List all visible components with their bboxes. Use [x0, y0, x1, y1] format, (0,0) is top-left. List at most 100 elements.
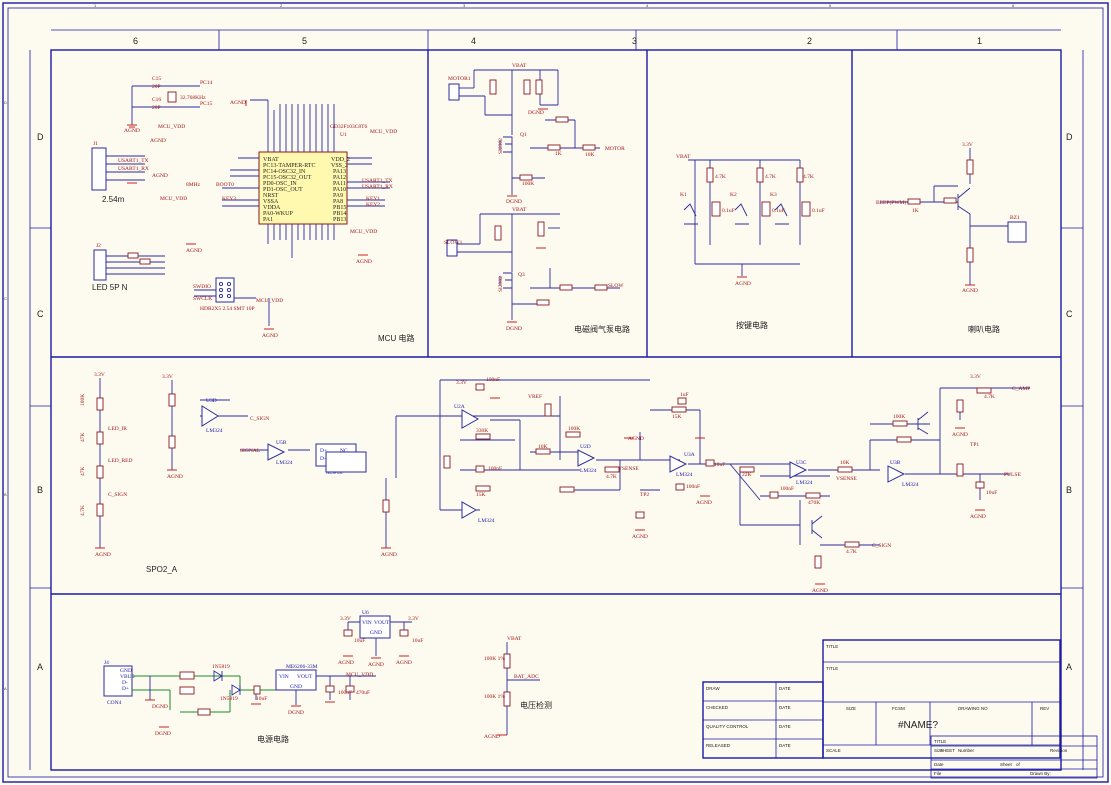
- zone-label: C: [37, 309, 44, 319]
- svg-text:SIGNAL: SIGNAL: [240, 448, 261, 454]
- svg-text:C_SIGN: C_SIGN: [872, 543, 891, 549]
- svg-text:VBUS: VBUS: [120, 674, 135, 680]
- svg-text:PA13: PA13: [333, 169, 346, 175]
- zone-label: D: [1066, 132, 1073, 142]
- svg-text:PB14: PB14: [333, 211, 346, 217]
- svg-text:DRAW: DRAW: [706, 686, 720, 691]
- svg-text:32.768KHz: 32.768KHz: [180, 95, 206, 101]
- svg-text:NRST: NRST: [263, 193, 279, 199]
- mcu-pin-stubs: [222, 99, 390, 258]
- svg-text:4.7K: 4.7K: [984, 394, 995, 400]
- svg-text:VSENSE: VSENSE: [618, 466, 639, 472]
- svg-text:C_SIGN: C_SIGN: [250, 416, 269, 422]
- svg-text:KEY2: KEY2: [366, 202, 380, 208]
- svg-text:PD0-OSC_IN: PD0-OSC_IN: [263, 181, 297, 187]
- svg-text:1K: 1K: [555, 151, 562, 157]
- svg-text:BZ1: BZ1: [1010, 215, 1020, 221]
- zone-label: 5: [302, 36, 307, 46]
- svg-text:MCU_VDD: MCU_VDD: [350, 229, 377, 235]
- svg-text:USART1_TX: USART1_TX: [118, 158, 149, 164]
- svg-text:BOOT0: BOOT0: [216, 182, 234, 188]
- zone-label: B: [1066, 485, 1072, 495]
- svg-text:SWDIO: SWDIO: [193, 284, 211, 290]
- svg-text:AGND: AGND: [628, 436, 644, 442]
- svg-text:DATE: DATE: [779, 705, 791, 710]
- svg-text:1uF: 1uF: [680, 392, 689, 398]
- svg-text:VBAT: VBAT: [263, 157, 279, 163]
- svg-text:VSS_2: VSS_2: [331, 163, 348, 169]
- svg-text:of: of: [1016, 762, 1021, 767]
- svg-text:U6: U6: [362, 610, 369, 616]
- outer-zone-label: 2: [280, 3, 283, 8]
- svg-text:KEY3: KEY3: [222, 196, 236, 202]
- svg-text:Drawn By:: Drawn By:: [1030, 771, 1051, 776]
- svg-text:MOTOR1: MOTOR1: [448, 76, 471, 82]
- svg-text:DRAWING NO: DRAWING NO: [958, 706, 988, 711]
- svg-text:DGND: DGND: [506, 199, 522, 205]
- solenoid-connector: [446, 239, 458, 257]
- svg-text:D+: D+: [122, 686, 129, 692]
- svg-text:AGND: AGND: [356, 259, 372, 265]
- svg-text:Revision: Revision: [1050, 748, 1068, 753]
- svg-text:MCU_VDD: MCU_VDD: [370, 129, 397, 135]
- zone-label: 3: [632, 36, 637, 46]
- svg-text:VBAT: VBAT: [676, 154, 691, 160]
- svg-text:K3: K3: [770, 192, 777, 198]
- svg-text:USART1_RX: USART1_RX: [118, 166, 149, 172]
- section-title-keys: 按键电路: [736, 320, 768, 330]
- svg-text:LM324: LM324: [902, 482, 919, 488]
- svg-text:U3C: U3C: [796, 460, 807, 466]
- svg-text:TITLE: TITLE: [826, 644, 838, 649]
- svg-text:LED_RED: LED_RED: [108, 458, 132, 464]
- title-name-ref: #NAME?: [898, 720, 938, 731]
- svg-text:AGND: AGND: [812, 588, 828, 594]
- svg-text:4.7K: 4.7K: [715, 174, 726, 180]
- svg-text:MOTOR: MOTOR: [605, 146, 625, 152]
- svg-text:U3B: U3B: [890, 460, 901, 466]
- zone-ticks: [30, 30, 1083, 589]
- section-title-voltage: 电压检测: [520, 700, 552, 710]
- svg-text:3.3V: 3.3V: [340, 616, 351, 622]
- svg-text:QUALITY CONTROL: QUALITY CONTROL: [706, 724, 749, 729]
- svg-text:3.3V: 3.3V: [162, 374, 173, 380]
- zone-label: 2: [807, 36, 812, 46]
- svg-text:LM324: LM324: [276, 460, 293, 466]
- outer-zone-label: 5: [829, 3, 832, 8]
- inductor-l2: [179, 686, 195, 695]
- diode-d3: [213, 670, 223, 682]
- svg-text:J2: J2: [96, 243, 101, 249]
- svg-text:100nF: 100nF: [488, 466, 502, 472]
- svg-text:PULSE: PULSE: [1004, 472, 1021, 478]
- inner-border: [7, 7, 1104, 778]
- svg-text:LM324: LM324: [580, 468, 597, 474]
- svg-text:TITLE: TITLE: [934, 739, 946, 744]
- svg-text:LM324: LM324: [796, 480, 813, 486]
- svg-text:U3A: U3A: [684, 452, 695, 458]
- svg-text:PA8: PA8: [333, 199, 343, 205]
- svg-text:CHECKED: CHECKED: [706, 705, 729, 710]
- outer-zone-label: B: [4, 492, 7, 497]
- svg-text:PC14-OSC32_IN: PC14-OSC32_IN: [263, 169, 306, 175]
- svg-text:SI2302: SI2302: [498, 138, 504, 154]
- svg-text:3.3V: 3.3V: [456, 380, 467, 386]
- svg-text:HDR2X5 2.54 SMT 10P: HDR2X5 2.54 SMT 10P: [200, 306, 255, 312]
- svg-text:C_AMP: C_AMP: [1012, 386, 1030, 392]
- section-title-buzzer: 喇叭电路: [968, 324, 1000, 334]
- led-caption: LED 5P N: [92, 283, 128, 292]
- svg-text:DATE: DATE: [779, 724, 791, 729]
- section-title-power: 电源电路: [257, 734, 289, 744]
- svg-text:100K: 100K: [80, 394, 86, 406]
- keys-section: VBAT 4.7K 4.7K 4.7K K1 K2 K3 0.1uF 0.1uF…: [676, 154, 825, 330]
- svg-text:1K: 1K: [912, 208, 919, 214]
- svg-text:U2A: U2A: [454, 404, 465, 410]
- svg-text:3.3V: 3.3V: [408, 616, 419, 622]
- gnd-symbols-power: [145, 655, 409, 728]
- drawing-frame: [50, 49, 1062, 771]
- mcu-section: GD32F103C8T6 U1 VBAT PC13-TAMPER-RTC PC1…: [91, 76, 414, 343]
- spo2-opamps: [201, 405, 906, 519]
- swd-header: SWDIO SWCLK HDR2X5 2.54 SMT 10P: [193, 277, 270, 326]
- svg-text:BAT_ADC: BAT_ADC: [514, 674, 539, 680]
- svg-text:4.7K: 4.7K: [803, 174, 814, 180]
- svg-text:3.3V: 3.3V: [962, 142, 973, 148]
